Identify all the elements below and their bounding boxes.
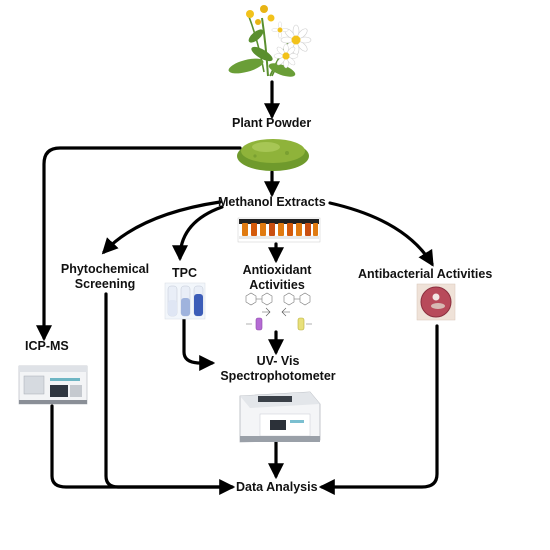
tpc-tubes-icon [164,282,206,320]
arrow-tpc-to-uvvis [182,316,216,371]
chamomile-flowers-icon [228,5,312,77]
arrow-icpms-to-data-analysis [50,404,236,495]
arrow-powder-to-icpms [36,146,242,342]
green-powder-icon [237,139,309,171]
node-phytochemical-screening: Phytochemical Screening [56,262,154,292]
node-methanol-extracts: Methanol Extracts [218,195,326,209]
node-antioxidant-activities: Antioxidant Activities [236,263,318,293]
node-phytochemical-line1: Phytochemical [60,262,150,276]
node-tpc: TPC [172,266,197,280]
node-icp-ms: ICP-MS [25,339,69,353]
petri-dish-icon [416,283,456,321]
arrow-methanol-to-phytochemical [101,200,222,255]
icpms-instrument-icon [18,365,88,405]
node-uvvis-line2: Spectrophotometer [220,369,336,383]
arrow-methanol-to-tpc [172,205,224,262]
node-antibacterial-activities: Antibacterial Activities [358,267,493,281]
node-antioxidant-line1: Antioxidant [242,263,312,277]
spectrophotometer-icon [239,391,321,443]
node-data-analysis: Data Analysis [236,480,318,494]
extract-tubes-icon [237,217,321,243]
node-uvvis-line1: UV- Vis [256,354,300,368]
node-plant-powder: Plant Powder [232,116,312,130]
arrow-methanol-to-antibacterial [328,201,434,267]
node-uv-vis-spectrophotometer: UV- Vis Spectrophotometer [212,354,344,384]
dpph-structures-icon [245,292,312,331]
arrow-antibacterial-to-data-analysis [318,324,439,495]
node-antioxidant-line2: Activities [249,278,305,292]
node-phytochemical-line2: Screening [74,277,136,291]
arrow-phytochemical-to-data-analysis [104,292,234,489]
